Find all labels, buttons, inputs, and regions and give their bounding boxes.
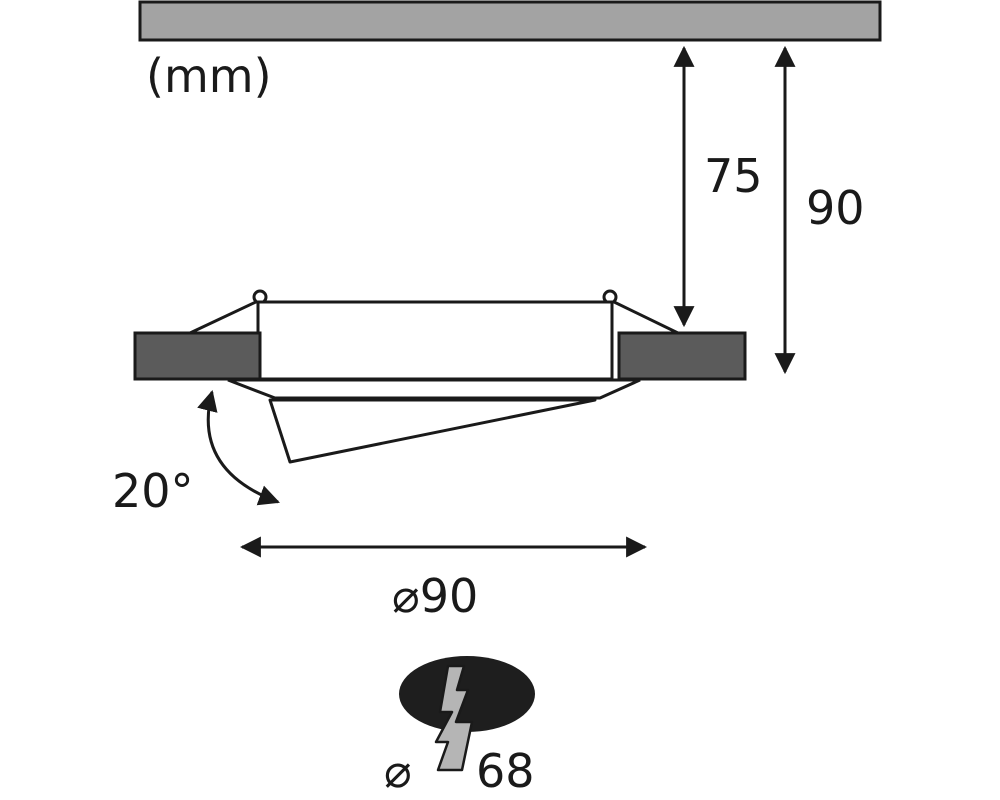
fixture-housing [256,300,614,381]
tilt-angle-arc [197,389,280,506]
ceiling-section-left [133,331,262,381]
inner-height-label: 75 [704,149,763,203]
cutout-diameter-symbol: ⌀ [384,744,412,798]
spring-clip-left [189,298,261,335]
drill-bit-shape [434,664,474,772]
spotlight-fixture [133,289,747,464]
unit-label: (mm) [146,49,272,103]
spring-clip-right [609,298,679,335]
tilt-angle-label: 20° [112,464,194,518]
circular-cutout-drill-icon [399,656,535,772]
tilted-lamp-body [268,398,597,464]
ceiling-section-right [617,331,747,381]
cutout-diameter-value: 68 [476,744,535,798]
ceiling-slab [138,0,882,42]
diameter-label: ⌀90 [392,569,478,623]
trim-ring [227,378,641,400]
total-height-label: 90 [806,181,865,235]
